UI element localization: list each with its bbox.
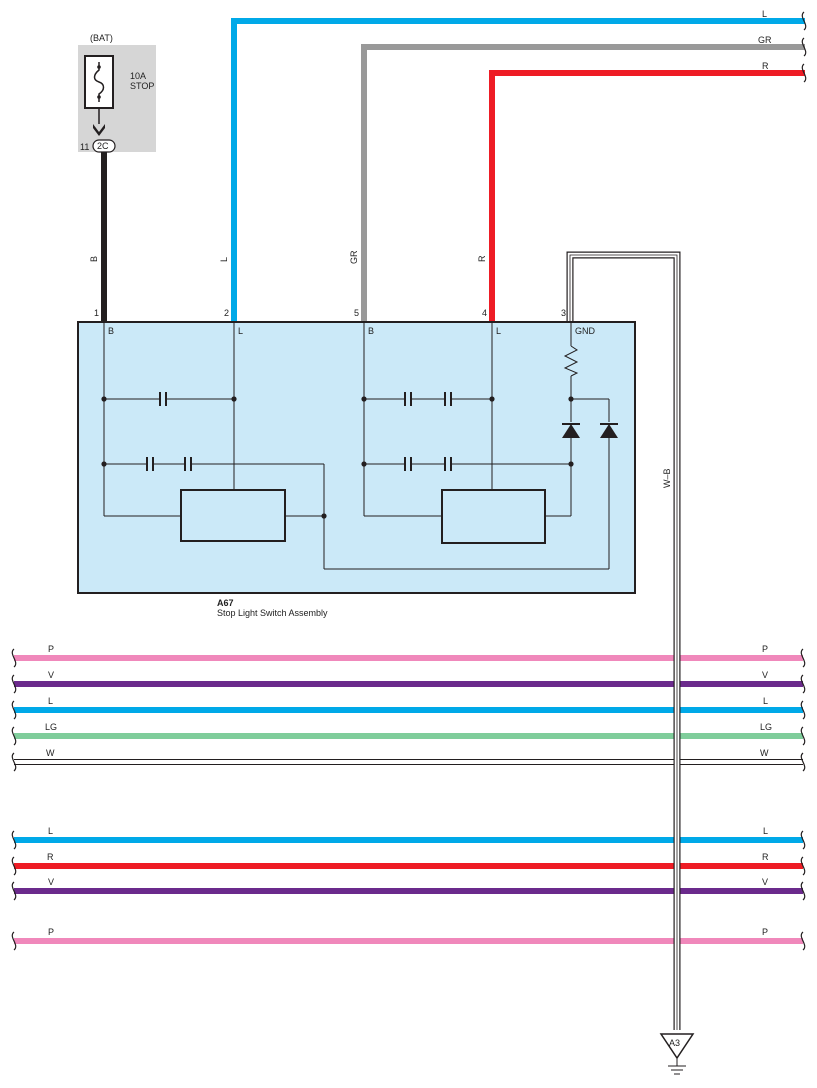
top-wire-code-gr: GR — [758, 35, 772, 45]
wire-l-top — [231, 18, 805, 322]
bus2-break-marks — [11, 830, 806, 901]
component-name: Stop Light Switch Assembly — [217, 608, 328, 618]
diode-right-icon — [600, 423, 618, 438]
bus1-code-v-right: V — [762, 670, 768, 680]
bus1-code-l-right: L — [763, 696, 768, 706]
bus1-break-marks — [11, 648, 806, 772]
bus2-code-v-left: V — [48, 877, 54, 887]
fuse-pin-number: 11 — [80, 142, 89, 152]
wire-gr-top — [361, 44, 805, 322]
bus1-code-p-right: P — [762, 644, 768, 654]
top-wire-code-l: L — [762, 9, 767, 19]
fuse-terminal-top — [97, 65, 101, 69]
bus1-code-l-left: L — [48, 696, 53, 706]
bus1-code-w-right: W — [760, 748, 769, 758]
bus2-code-v-right: V — [762, 877, 768, 887]
pin-label-b1: B — [108, 326, 114, 336]
wire-code-l: L — [219, 257, 229, 262]
bus-group-1: P V L LG W P V L LG W — [11, 644, 806, 772]
wire-code-b: B — [89, 256, 99, 262]
pin-label-gnd: GND — [575, 326, 596, 336]
component-body — [77, 321, 636, 594]
top-wire-code-r: R — [762, 61, 769, 71]
internal-circuit — [103, 322, 610, 570]
bus1-code-lg-right: LG — [760, 722, 772, 732]
pin-number-2: 2 — [224, 308, 229, 318]
top-break-marks — [801, 11, 807, 83]
bus1-code-w-left: W — [46, 748, 55, 758]
ground-symbol-icon — [668, 1065, 686, 1075]
pin-label-b5: B — [368, 326, 374, 336]
bus1-code-lg-left: LG — [45, 722, 57, 732]
diode-left-icon — [562, 423, 580, 438]
connector-id: 2C — [97, 141, 109, 151]
bus3-break-marks — [11, 931, 806, 951]
wire-r-top — [489, 70, 805, 322]
bus2-code-l-left: L — [48, 826, 53, 836]
input-wires — [101, 18, 805, 322]
junction-dots — [101, 396, 574, 519]
wire-code-wb: W–B — [662, 468, 672, 488]
fuse-name: STOP — [130, 81, 154, 91]
fuse-terminal-bottom — [97, 95, 101, 99]
pin-number-1: 1 — [94, 308, 99, 318]
pin-label-l2: L — [238, 326, 243, 336]
bus3-code-p-right: P — [762, 927, 768, 937]
pin-number-3: 3 — [561, 308, 566, 318]
pin-number-5: 5 — [354, 308, 359, 318]
ground-point: A3 — [659, 1033, 695, 1075]
fuse-icon — [93, 62, 105, 102]
bus-group-3: P P — [11, 927, 806, 951]
pin-label-l4: L — [496, 326, 501, 336]
bus1-code-v-left: V — [48, 670, 54, 680]
bus2-code-r-right: R — [762, 852, 769, 862]
bus3-code-p-left: P — [48, 927, 54, 937]
fuse-rating: 10A — [130, 71, 146, 81]
bus2-code-l-right: L — [763, 826, 768, 836]
ground-triangle-icon — [659, 1033, 695, 1060]
wire-code-gr: GR — [349, 250, 359, 264]
bus-group-2: L R V L R V — [11, 826, 806, 901]
fuse-block: (BAT) 10A STOP 11 2C — [78, 33, 156, 153]
connector-arrow-icon — [93, 124, 105, 136]
bus1-code-p-left: P — [48, 644, 54, 654]
wire-code-r: R — [477, 255, 487, 262]
pin-number-4: 4 — [482, 308, 487, 318]
ground-point-id: A3 — [669, 1038, 680, 1048]
component-ref: A67 — [217, 598, 234, 608]
fuse-source-label: (BAT) — [90, 33, 113, 43]
bus2-code-r-left: R — [47, 852, 54, 862]
stop-light-switch-assembly: 1 2 5 4 3 B L B L GND — [77, 308, 636, 594]
